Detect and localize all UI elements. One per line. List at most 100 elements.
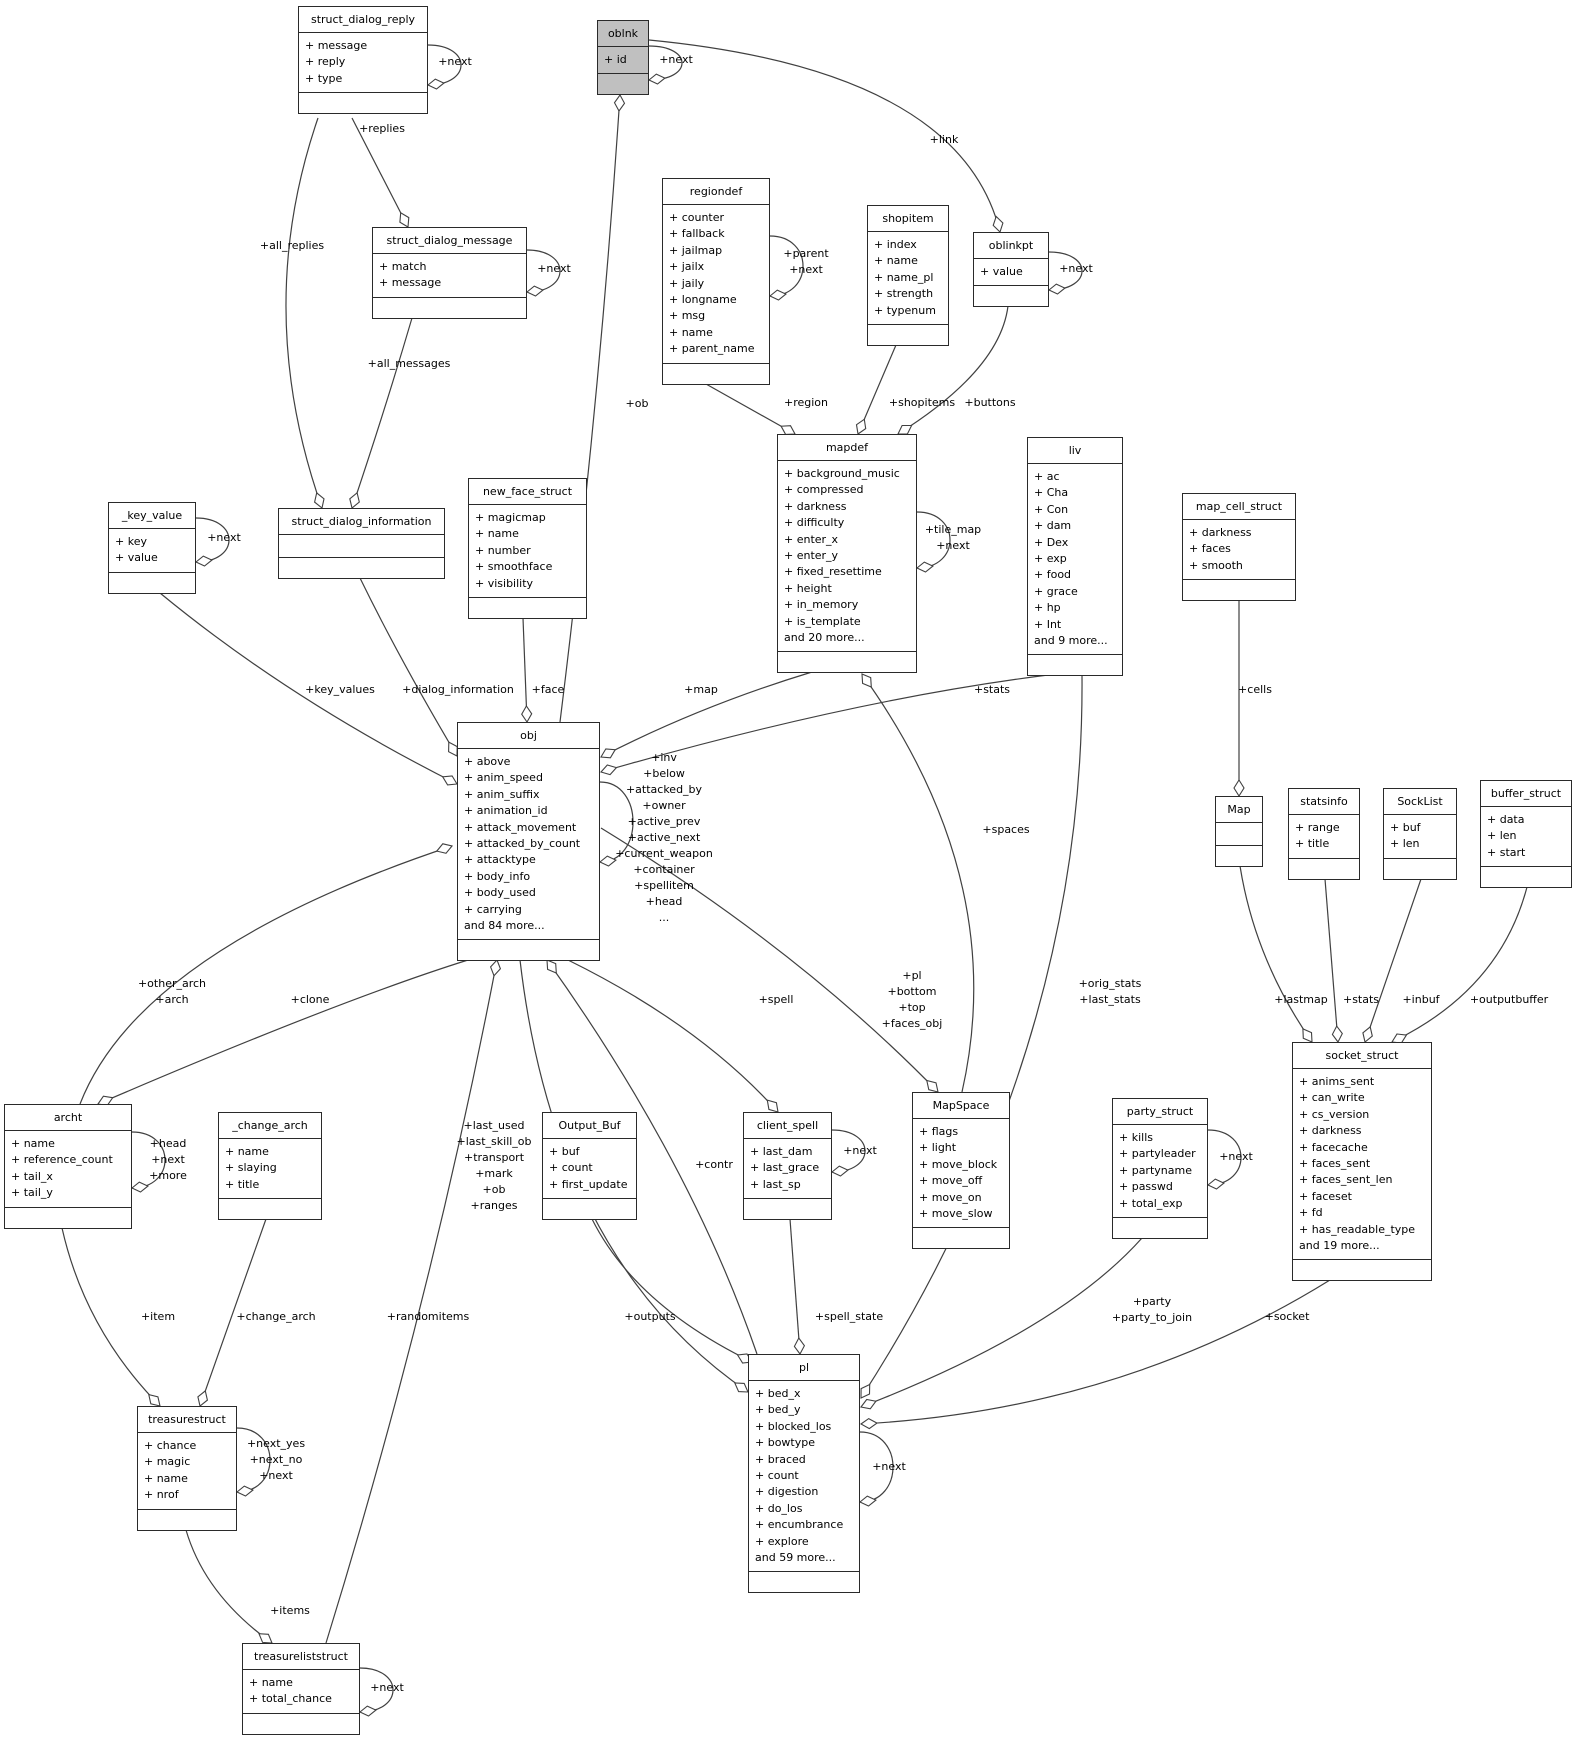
loop-label-party-next: +next — [1219, 1150, 1253, 1163]
class-methods-section — [744, 1198, 831, 1219]
class-node-struct_dialog_reply[interactable]: struct_dialog_reply+ message+ reply+ typ… — [298, 6, 428, 115]
class-node-_change_arch[interactable]: _change_arch+ name+ slaying+ title — [218, 1112, 322, 1221]
class-node-Output_Buf[interactable]: Output_Buf+ buf+ count+ first_update — [542, 1112, 637, 1221]
class-node-obj[interactable]: obj+ above+ anim_speed+ anim_suffix+ ani… — [457, 722, 600, 962]
class-node-MapSpace[interactable]: MapSpace+ flags+ light+ move_block+ move… — [912, 1092, 1010, 1250]
class-node-struct_dialog_message[interactable]: struct_dialog_message+ match+ message — [372, 227, 527, 319]
edge-link — [648, 39, 1001, 233]
class-fields-section — [1216, 823, 1262, 845]
class-node-struct_dialog_information[interactable]: struct_dialog_information — [278, 508, 445, 579]
class-field: + count — [755, 1469, 799, 1483]
loop-label-treasurelist-next: +next — [370, 1681, 404, 1694]
class-node-treasurestruct[interactable]: treasurestruct+ chance+ magic+ name+ nro… — [137, 1406, 237, 1531]
class-field: + message — [305, 39, 368, 52]
class-field: + visibility — [475, 576, 534, 590]
class-node-SockList[interactable]: SockList+ buf+ len — [1383, 788, 1457, 880]
class-node-map_cell_struct[interactable]: map_cell_struct+ darkness+ faces+ smooth — [1182, 493, 1296, 602]
edge-label-replies: +replies — [359, 122, 405, 135]
class-title: Output_Buf — [543, 1113, 636, 1139]
class-field: + name — [144, 1471, 188, 1485]
class-node-_key_value[interactable]: _key_value+ key+ value — [108, 502, 196, 594]
class-field: + attacked_by_count — [464, 837, 581, 851]
class-node-buffer_struct[interactable]: buffer_struct+ data+ len+ start — [1480, 780, 1572, 889]
edge-spell_state — [789, 1218, 801, 1355]
class-title: oblnk — [598, 21, 648, 47]
class-fields-section: + message+ reply+ type — [299, 33, 427, 92]
class-node-mapdef[interactable]: mapdef+ background_music+ compressed+ da… — [777, 434, 917, 674]
class-node-party_struct[interactable]: party_struct+ kills+ partyleader+ partyn… — [1112, 1098, 1208, 1240]
class-field: + last_dam — [750, 1145, 813, 1158]
class-methods-section — [1216, 845, 1262, 866]
class-fields-section: + id — [598, 47, 648, 73]
loop-label-clientspell-next: +next — [843, 1144, 877, 1157]
class-field: + anim_speed — [464, 771, 543, 785]
class-field: + enter_y — [784, 549, 839, 563]
class-field: + title — [1295, 837, 1330, 851]
class-node-treasureliststruct[interactable]: treasureliststruct+ name+ total_chance — [242, 1643, 360, 1735]
edge-lastmap — [1239, 865, 1313, 1043]
class-field: + type — [305, 71, 343, 85]
class-field: + fd — [1299, 1206, 1323, 1220]
class-node-new_face_struct[interactable]: new_face_struct+ magicmap+ name+ number+… — [468, 478, 587, 620]
class-node-regiondef[interactable]: regiondef+ counter+ fallback+ jailmap+ j… — [662, 178, 770, 385]
class-field: + darkness — [784, 499, 847, 513]
class-field: + partyleader — [1119, 1147, 1196, 1161]
class-node-oblinkpt[interactable]: oblinkpt+ value — [973, 232, 1049, 308]
edge-buttons — [897, 305, 1009, 435]
edge-label-contr: +contr — [695, 1158, 733, 1171]
edge-label-lastmap: +lastmap — [1274, 993, 1328, 1006]
class-node-archt[interactable]: archt+ name+ reference_count+ tail_x+ ta… — [4, 1104, 132, 1229]
class-fields-section: + key+ value — [109, 529, 195, 572]
class-field: and 20 more... — [784, 631, 865, 645]
class-field: + move_on — [919, 1190, 982, 1204]
class-fields-section: + index+ name+ name_pl+ strength+ typenu… — [868, 232, 948, 324]
class-field: + name — [874, 254, 918, 268]
class-field: + typenum — [874, 303, 936, 317]
class-node-Map[interactable]: Map — [1215, 796, 1263, 867]
loop-label-obj-refs: +inv +below +attacked_by +owner +active_… — [615, 751, 713, 924]
edge-label-link: +link — [929, 133, 959, 146]
class-field: + move_block — [919, 1157, 998, 1171]
class-field: + Con — [1034, 502, 1069, 516]
class-field: and 84 more... — [464, 919, 545, 933]
class-field: + name — [249, 1676, 293, 1689]
class-methods-section — [299, 92, 427, 113]
class-field: + number — [475, 543, 531, 557]
class-methods-section — [1293, 1259, 1431, 1280]
class-field: + name — [669, 325, 713, 339]
edge-replies — [351, 117, 409, 228]
class-node-pl[interactable]: pl+ bed_x+ bed_y+ blocked_los+ bowtype+ … — [748, 1354, 860, 1594]
class-node-shopitem[interactable]: shopitem+ index+ name+ name_pl+ strength… — [867, 205, 949, 347]
class-title: mapdef — [778, 435, 916, 461]
class-title: SockList — [1384, 789, 1456, 815]
class-field: + last_sp — [750, 1177, 801, 1191]
edge-label-item: +item — [140, 1310, 176, 1323]
edge-outputbuffer — [1391, 886, 1528, 1043]
class-node-statsinfo[interactable]: statsinfo+ range+ title — [1288, 788, 1360, 880]
class-node-oblnk[interactable]: oblnk+ id — [597, 20, 649, 96]
class-field: + first_update — [549, 1177, 628, 1191]
edge-spaces — [861, 673, 975, 1093]
edge-label-clone: +clone — [290, 993, 330, 1006]
class-field: + darkness — [1189, 526, 1252, 539]
class-node-liv[interactable]: liv+ ac+ Cha+ Con+ dam+ Dex+ exp+ food+ … — [1027, 437, 1123, 677]
class-field: + move_slow — [919, 1207, 993, 1221]
class-field: + attack_movement — [464, 820, 577, 834]
class-field: + background_music — [784, 467, 900, 480]
class-node-client_spell[interactable]: client_spell+ last_dam+ last_grace+ last… — [743, 1112, 832, 1221]
edge-label-stats-sock: +stats — [1342, 993, 1380, 1006]
class-field: and 9 more... — [1034, 634, 1108, 648]
class-field: + parent_name — [669, 342, 755, 356]
class-field: + in_memory — [784, 598, 859, 612]
edge-label-face: +face — [531, 683, 565, 696]
class-fields-section: + counter+ fallback+ jailmap+ jailx+ jai… — [663, 205, 769, 363]
class-node-socket_struct[interactable]: socket_struct+ anims_sent+ can_write+ cs… — [1292, 1042, 1432, 1282]
loop-label-oblinkpt-next: +next — [1059, 262, 1093, 275]
class-methods-section — [109, 571, 195, 593]
edge-label-ob: +ob — [625, 397, 649, 410]
edge-label-spell: +spell — [758, 993, 794, 1006]
class-fields-section: + name+ slaying+ title — [219, 1139, 321, 1198]
class-field: + range — [1295, 821, 1340, 834]
edge-party — [860, 1237, 1143, 1408]
edge-label-cells: +cells — [1238, 683, 1272, 696]
